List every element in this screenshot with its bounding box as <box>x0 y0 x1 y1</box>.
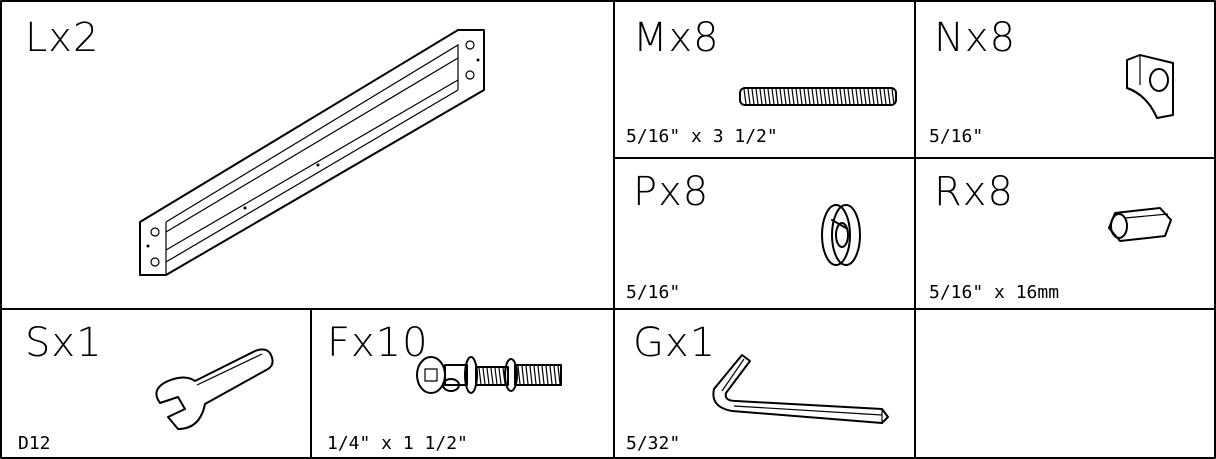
thread-line <box>791 88 795 105</box>
thread-line <box>498 367 502 385</box>
hex-key-icon <box>712 354 889 424</box>
part-cell-s: Sx1 D12 <box>0 309 311 459</box>
thread-line <box>517 365 521 385</box>
thread-line <box>883 88 887 105</box>
thread-line <box>887 88 891 105</box>
part-cell-r: Rx8 5/16" x 16mm <box>915 158 1216 309</box>
part-label-p: Px8 <box>633 169 710 215</box>
part-label-r: Rx8 <box>934 169 1014 215</box>
thread-line <box>807 88 811 105</box>
thread-line <box>871 88 875 105</box>
hex-nut-icon <box>1108 207 1172 242</box>
thread-line <box>490 367 494 385</box>
thread-line <box>541 365 545 385</box>
thread-line <box>839 88 843 105</box>
part-label-g: Gx1 <box>633 320 717 366</box>
part-cell-m: Mx8 5/16" x 3 1/2" <box>614 0 915 158</box>
thread-line <box>863 88 867 105</box>
thread-line <box>879 88 883 105</box>
thread-line <box>529 365 533 385</box>
thread-line <box>751 88 755 105</box>
thread-line <box>525 365 529 385</box>
thread-line <box>549 365 553 385</box>
thread-line <box>747 88 751 105</box>
thread-line <box>537 365 541 385</box>
part-spec-r: 5/16" x 16mm <box>929 282 1060 303</box>
thread-line <box>767 88 771 105</box>
part-label-l: Lx2 <box>25 15 100 61</box>
thread-line <box>521 365 525 385</box>
part-cell-l: Lx2 <box>0 0 614 309</box>
part-spec-g: 5/32" <box>626 433 681 454</box>
part-label-f: Fx10 <box>327 320 429 366</box>
threaded-rod-icon <box>739 87 897 106</box>
thread-line <box>847 88 851 105</box>
thread-line <box>831 88 835 105</box>
clip-nut-icon <box>1126 54 1174 119</box>
thread-line <box>795 88 799 105</box>
thread-line <box>502 367 506 385</box>
thread-line <box>533 365 537 385</box>
thread-line <box>771 88 775 105</box>
part-label-n: Nx8 <box>934 15 1017 61</box>
thread-line <box>835 88 839 105</box>
thread-line <box>855 88 859 105</box>
bolt-icon <box>416 356 562 394</box>
part-cell-p: Px8 5/16" <box>614 158 915 309</box>
thread-line <box>553 365 557 385</box>
thread-line <box>783 88 787 105</box>
thread-line <box>875 88 879 105</box>
thread-line <box>478 367 482 385</box>
thread-line <box>891 88 895 105</box>
part-spec-m: 5/16" x 3 1/2" <box>626 126 778 147</box>
thread-line <box>763 88 767 105</box>
thread-line <box>815 88 819 105</box>
lock-washer-icon <box>821 204 861 266</box>
thread-line <box>779 88 783 105</box>
thread-line <box>819 88 823 105</box>
thread-line <box>486 367 490 385</box>
part-spec-f: 1/4" x 1 1/2" <box>327 433 468 454</box>
thread-line <box>827 88 831 105</box>
thread-line <box>787 88 791 105</box>
thread-line <box>755 88 759 105</box>
thread-line <box>557 365 561 385</box>
thread-line <box>823 88 827 105</box>
thread-line <box>867 88 871 105</box>
thread-line <box>482 367 486 385</box>
thread-line <box>811 88 815 105</box>
thread-line <box>743 88 747 105</box>
empty-cell <box>915 309 1216 459</box>
thread-line <box>775 88 779 105</box>
thread-line <box>843 88 847 105</box>
part-cell-g: Gx1 5/32" <box>614 309 915 459</box>
part-cell-n: Nx8 5/16" <box>915 0 1216 158</box>
part-cell-f: Fx10 1/4" x 1 1/2" <box>311 309 614 459</box>
part-spec-n: 5/16" <box>929 126 984 147</box>
part-spec-s: D12 <box>18 433 51 454</box>
part-spec-p: 5/16" <box>626 282 681 303</box>
rail-icon <box>139 29 485 276</box>
thread-line <box>803 88 807 105</box>
part-label-s: Sx1 <box>25 320 103 366</box>
thread-line <box>851 88 855 105</box>
thread-line <box>859 88 863 105</box>
thread-line <box>759 88 763 105</box>
thread-line <box>545 365 549 385</box>
part-label-m: Mx8 <box>633 15 720 61</box>
wrench-icon <box>155 348 274 430</box>
thread-line <box>494 367 498 385</box>
thread-line <box>799 88 803 105</box>
